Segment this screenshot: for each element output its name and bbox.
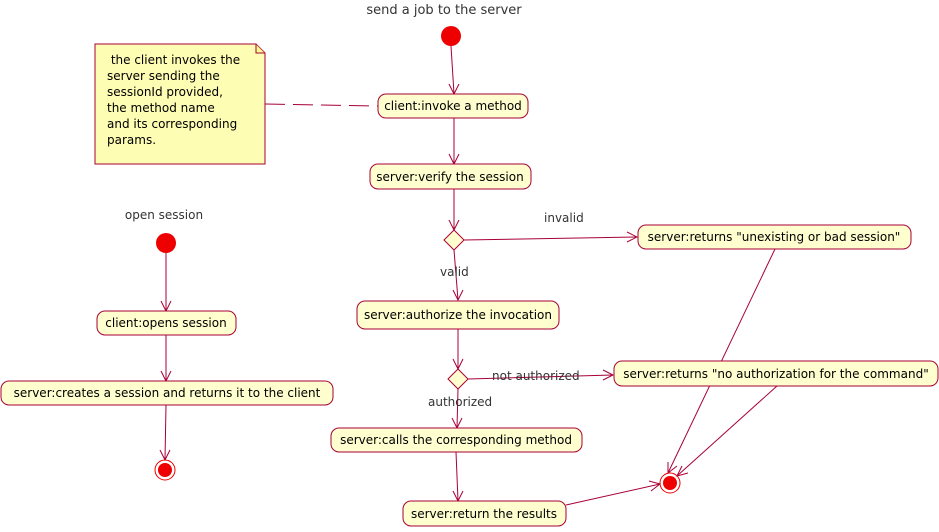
activity-opens-session: client:opens session (96, 310, 237, 336)
activity-label: server:return the results (411, 507, 557, 521)
activity-verify-session: server:verify the session (369, 163, 532, 190)
note-line: params. (107, 133, 156, 147)
edge-label-not-authorized: not authorized (492, 369, 580, 383)
edge-authorized (456, 388, 459, 429)
open-session-title: open session (125, 208, 203, 222)
end-node (154, 459, 176, 481)
start-node (441, 26, 461, 46)
activity-label: server:returns "no authorization for the… (623, 367, 928, 381)
arrowhead (626, 231, 639, 243)
activity-return-results: server:return the results (402, 500, 567, 527)
edge-invalid (463, 236, 638, 241)
activity-returns-bad-session: server:returns "unexisting or bad sessio… (637, 224, 912, 250)
edge-calls-to-return (455, 451, 459, 502)
decision-authorized (447, 368, 469, 390)
note-line: the client invokes the (107, 53, 240, 67)
send-job-title: send a job to the server (366, 3, 522, 18)
activity-invoke-method: client:invoke a method (377, 93, 529, 119)
edge-return-to-end (565, 483, 661, 506)
note-line: server sending the (107, 69, 220, 83)
edge-not-authorized (467, 374, 614, 380)
edge-label-invalid: invalid (544, 211, 584, 225)
activity-creates-session: server:creates a session and returns it … (0, 380, 334, 406)
edge-label-valid: valid (440, 265, 469, 279)
edge-start-to-invoke (450, 45, 455, 95)
start-node (156, 233, 176, 253)
decision-session-valid (443, 229, 465, 251)
activity-label: client:opens session (105, 316, 226, 330)
edge-creates-to-end (164, 404, 167, 461)
note-corner (255, 44, 265, 54)
edge-valid (453, 249, 459, 301)
note-line: and its corresponding (107, 117, 237, 131)
arrowhead (602, 369, 615, 381)
activity-label: server:creates a session and returns it … (14, 386, 321, 400)
activity-authorize-invocation: server:authorize the invocation (356, 300, 560, 330)
note-connector (264, 103, 379, 107)
note-line: sessionId provided, (107, 85, 223, 99)
edge-no-auth-to-end (676, 385, 778, 477)
activity-returns-no-auth: server:returns "no authorization for the… (613, 360, 939, 387)
activity-label: server:verify the session (376, 170, 523, 184)
activity-label: server:returns "unexisting or bad sessio… (648, 230, 901, 244)
note-box (94, 43, 266, 165)
edge-label-authorized: authorized (428, 395, 492, 409)
activity-label: client:invoke a method (384, 99, 522, 113)
activity-label: server:calls the corresponding method (340, 433, 572, 447)
note: the client invokes the server sending th… (94, 43, 266, 165)
activity-label: server:authorize the invocation (364, 308, 552, 322)
arrowhead (452, 289, 464, 302)
end-node (659, 472, 681, 494)
activity-calls-method: server:calls the corresponding method (330, 427, 583, 453)
left-flow-edges (159, 253, 172, 462)
note-line: the method name (107, 101, 215, 115)
